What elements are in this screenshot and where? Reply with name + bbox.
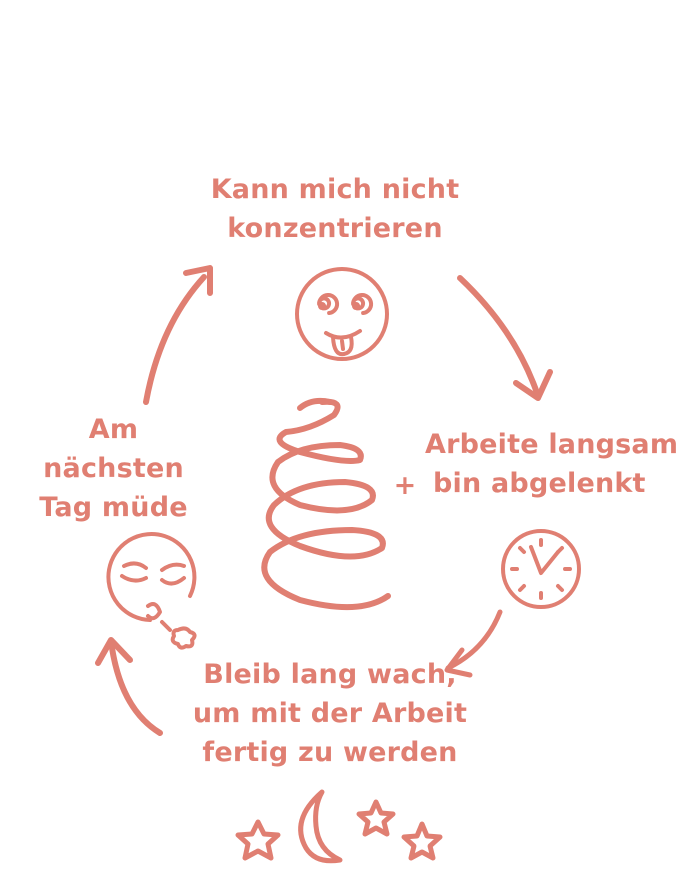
clock-icon xyxy=(501,529,581,609)
label-line: konzentrieren xyxy=(227,213,443,244)
label-line: Tag müde xyxy=(39,492,188,523)
arrow-left-to-top xyxy=(143,265,213,405)
label-line: Kann mich nicht xyxy=(210,174,460,205)
spiral-spring-icon xyxy=(261,397,391,611)
arrow-right-to-bottom xyxy=(444,609,503,678)
label-line: nächsten xyxy=(43,453,184,484)
label-cant-concentrate: Kann mich nicht konzentrieren xyxy=(170,170,500,248)
label-line: Arbeite langsam xyxy=(425,429,679,460)
dizzy-face-icon xyxy=(295,267,389,361)
label-tired-next-day: Am nächsten Tag müde xyxy=(26,410,201,527)
arrow-bottom-to-left xyxy=(95,637,163,736)
arrow-top-to-right xyxy=(457,275,553,401)
label-work-slowly: Arbeite langsam bin abgelenkt xyxy=(425,425,687,503)
label-line: Am xyxy=(88,414,139,445)
label-line: um mit der Arbeit xyxy=(192,698,468,729)
tired-face-icon xyxy=(106,532,197,650)
night-moon-stars-icon xyxy=(235,789,443,864)
diagram-strokes xyxy=(95,265,581,864)
star-icon xyxy=(356,799,396,837)
plus-sign: + xyxy=(393,470,417,501)
moon-icon xyxy=(298,789,343,864)
label-line: bin abgelenkt xyxy=(433,468,646,499)
star-icon xyxy=(235,819,281,861)
star-icon xyxy=(401,821,443,861)
label-stay-up-late: Bleib lang wach, um mit der Arbeit ferti… xyxy=(170,655,490,772)
label-line: fertig zu werden xyxy=(202,737,458,768)
label-line: Bleib lang wach, xyxy=(203,659,457,690)
